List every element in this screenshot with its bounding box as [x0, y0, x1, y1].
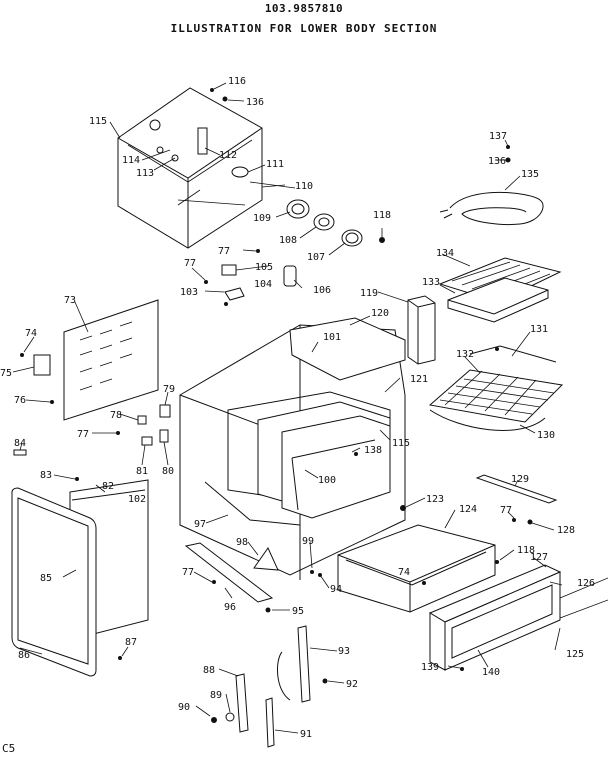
part-label: 132	[456, 349, 474, 360]
part-label: 98	[236, 537, 248, 548]
part-label: 123	[426, 494, 444, 505]
part-label: 136	[246, 97, 264, 108]
brackets-103-106	[204, 249, 297, 306]
part-label: 104	[254, 279, 272, 290]
part-label: 89	[210, 690, 222, 701]
part-label: 77	[218, 246, 230, 257]
hinge-parts-88-93	[211, 625, 328, 748]
part-label: 112	[219, 150, 237, 161]
part-label: 131	[530, 324, 548, 335]
part-label: 136	[488, 156, 506, 167]
part-label: 135	[521, 169, 539, 180]
part-label: 111	[266, 159, 284, 170]
part-label: 119	[360, 288, 378, 299]
part-label: 101	[323, 332, 341, 343]
part-label: 86	[18, 650, 30, 661]
part-label: 109	[253, 213, 271, 224]
model-number: 103.9857810	[264, 2, 344, 15]
part-label: 139	[421, 662, 439, 673]
part-label: 96	[224, 602, 236, 613]
part-label: 118	[517, 545, 535, 556]
part-number-labels: 116 136 115 112 114 113 111 110 109 108 …	[0, 76, 595, 740]
part-label: 107	[307, 252, 325, 263]
part-label: 94	[330, 584, 342, 595]
drawer-front-126	[428, 560, 608, 671]
part-label: 73	[64, 295, 76, 306]
storage-drawer-124	[337, 505, 496, 613]
part-label: 99	[302, 536, 314, 547]
part-label: 110	[295, 181, 313, 192]
side-panel-73	[20, 299, 159, 421]
part-label: 92	[346, 679, 358, 690]
part-label: 128	[557, 525, 575, 536]
part-label: 120	[371, 308, 389, 319]
part-label: 90	[178, 702, 190, 713]
drawer-rail-129	[475, 474, 558, 525]
part-label: 76	[14, 395, 26, 406]
bottom-rail-96	[184, 542, 279, 613]
part-label: 88	[203, 665, 215, 676]
part-label: 85	[40, 573, 52, 584]
element-119	[407, 295, 436, 365]
trim-84	[13, 449, 122, 660]
leader-lines	[12, 121, 563, 734]
part-label: 115	[392, 438, 410, 449]
part-label: 87	[125, 637, 137, 648]
part-label: 102	[128, 494, 146, 505]
outer-panel-86	[11, 487, 97, 677]
part-label: 116	[228, 76, 246, 87]
part-label: 124	[459, 504, 477, 515]
diagram-title: ILLUSTRATION FOR LOWER BODY SECTION	[170, 22, 438, 35]
part-label: 127	[530, 552, 548, 563]
part-label: 91	[300, 729, 312, 740]
part-label: 77	[500, 505, 512, 516]
part-label: 74	[398, 567, 410, 578]
range-body-frame	[179, 317, 406, 580]
part-label: 121	[410, 374, 428, 385]
part-label: 134	[436, 248, 454, 259]
part-label: 80	[162, 466, 174, 477]
part-label: 77	[184, 258, 196, 269]
part-label: 78	[110, 410, 122, 421]
oven-liner-115	[117, 87, 263, 249]
part-label: 74	[25, 328, 37, 339]
part-label: 75	[0, 368, 12, 379]
part-label: 137	[489, 131, 507, 142]
part-label: 77	[182, 567, 194, 578]
part-label: 138	[364, 445, 382, 456]
part-label: 114	[122, 155, 140, 166]
part-label: 97	[194, 519, 206, 530]
part-label: 81	[136, 466, 148, 477]
part-label: 83	[40, 470, 52, 481]
part-label: 106	[313, 285, 331, 296]
part-label: 118	[373, 210, 391, 221]
light-assembly-107-110	[249, 181, 385, 247]
part-label: 93	[338, 646, 350, 657]
part-label: 77	[77, 429, 89, 440]
oven-rack-132	[428, 345, 564, 431]
part-label: 115	[89, 116, 107, 127]
part-label: 84	[14, 438, 26, 449]
part-label: 129	[511, 474, 529, 485]
part-label: 82	[102, 481, 114, 492]
part-label: 140	[482, 667, 500, 678]
part-label: 126	[577, 578, 595, 589]
part-label: 113	[136, 168, 154, 179]
broiler-element-135	[439, 145, 544, 225]
corner-code: C5	[2, 742, 16, 755]
part-label: 130	[537, 430, 555, 441]
part-label: 108	[279, 235, 297, 246]
part-label: 105	[255, 262, 273, 273]
part-label: 133	[422, 277, 440, 288]
clips-78-81	[116, 404, 171, 446]
part-label: 103	[180, 287, 198, 298]
part-label: 100	[318, 475, 336, 486]
broiler-pan-133	[447, 277, 549, 323]
screws-116-136	[210, 82, 245, 102]
part-label: 79	[163, 384, 175, 395]
part-label: 95	[292, 606, 304, 617]
part-label: 125	[566, 649, 584, 660]
